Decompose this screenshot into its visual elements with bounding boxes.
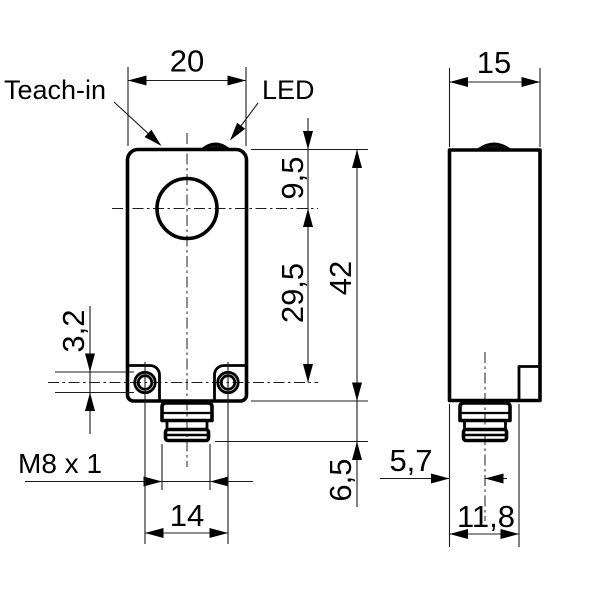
- arrowhead: [521, 77, 540, 87]
- side-face-step: [517, 365, 540, 401]
- arrowhead: [449, 77, 468, 87]
- front-sensor-face-circle: [155, 176, 219, 241]
- arrowhead: [227, 75, 246, 86]
- arrowhead: [485, 473, 504, 484]
- dim-body-depth: 15: [477, 45, 511, 80]
- dim-connector-length: 6,5: [323, 458, 358, 501]
- side-housing-outline: [447, 148, 542, 403]
- front-connector-thread: [163, 427, 211, 443]
- front-housing-outline: [125, 147, 249, 403]
- arrowhead: [352, 382, 362, 401]
- dim-body-height: 42: [323, 261, 358, 295]
- dim-center-to-hole: 29,5: [275, 263, 310, 323]
- dim-connector-axis-offset: 5,7: [389, 443, 432, 478]
- arrowhead: [226, 122, 246, 144]
- thread-label: M8 x 1: [18, 448, 102, 479]
- side-connector-collar: [458, 401, 512, 423]
- arrowhead: [143, 476, 162, 487]
- front-led-dome: [198, 142, 233, 151]
- arrowhead: [352, 441, 362, 460]
- side-view-dimensions: 15 5,7 11,8: [380, 45, 541, 547]
- arrowhead: [210, 476, 229, 487]
- side-led-dome: [475, 142, 513, 151]
- side-view: [447, 142, 542, 521]
- side-connector: [458, 401, 512, 443]
- front-right-ear: [213, 364, 247, 400]
- dim-body-width: 20: [170, 44, 204, 79]
- arrowhead: [303, 131, 313, 150]
- arrowhead: [303, 364, 313, 383]
- front-view-dimensions: 20 Teach-in LED 9,5 29,5 42 6,5 3,2: [4, 44, 368, 544]
- teach-in-label: Teach-in: [4, 75, 106, 105]
- dim-top-to-center: 9,5: [275, 156, 310, 199]
- led-label: LED: [262, 75, 315, 105]
- arrowhead: [431, 473, 450, 484]
- arrowhead: [303, 208, 313, 227]
- arrowhead: [145, 528, 164, 538]
- dim-hole-diameter: 3,2: [56, 309, 91, 352]
- arrowhead: [209, 528, 228, 538]
- arrowhead: [85, 353, 95, 372]
- dim-face-to-step: 11,8: [457, 499, 515, 534]
- front-connector-collar: [160, 401, 214, 423]
- side-connector-thread: [461, 427, 509, 443]
- arrowhead: [128, 75, 147, 86]
- arrowhead: [85, 392, 95, 411]
- arrowhead: [352, 149, 362, 168]
- front-left-ear: [127, 364, 161, 400]
- front-connector: [160, 401, 214, 443]
- dim-hole-spacing: 14: [170, 498, 204, 533]
